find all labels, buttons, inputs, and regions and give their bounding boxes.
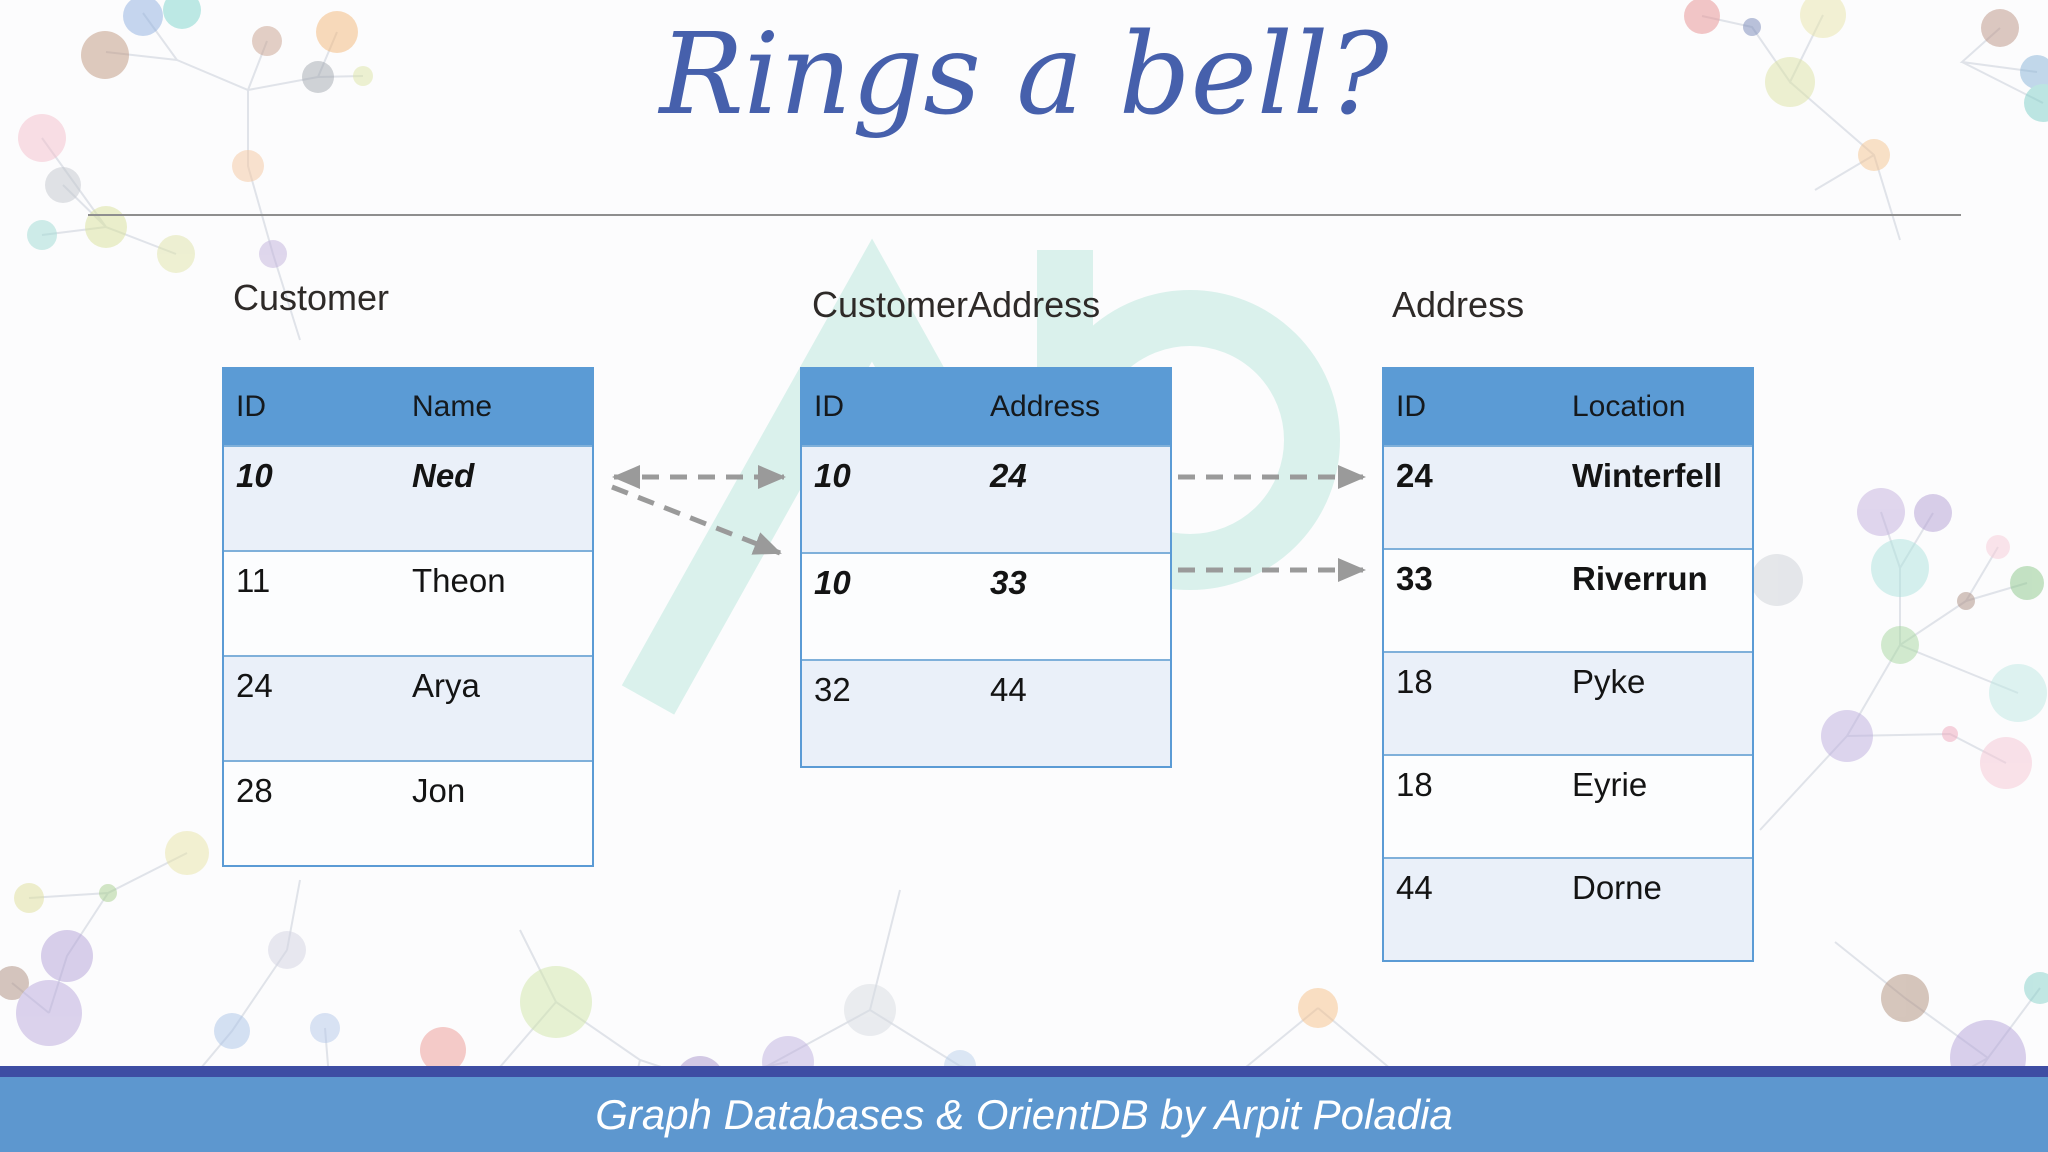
customer-address-cell-1-0: 10 xyxy=(814,564,851,601)
customer-address-table-row-0: 10 24 xyxy=(802,445,1170,552)
address-cell-3-1: Eyrie xyxy=(1572,766,1648,803)
customer-address-column-header-1: Address xyxy=(990,390,1101,423)
address-cell-1-0: 33 xyxy=(1396,560,1433,597)
address-cell-4-0: 44 xyxy=(1396,869,1433,906)
customer-column-header-0: ID xyxy=(236,390,266,423)
customer-address-cell-2-0: 32 xyxy=(814,671,851,708)
address-cell-4-1: Dorne xyxy=(1572,869,1662,906)
title-divider xyxy=(88,214,1961,216)
customer-cell-0-1: Ned xyxy=(412,457,475,494)
address-cell-2-1: Pyke xyxy=(1572,663,1646,700)
address-table-row-2: 18 Pyke xyxy=(1384,651,1752,754)
customer-table-title: Customer xyxy=(233,277,390,318)
address-cell-0-1: Winterfell xyxy=(1572,457,1723,494)
customer-address-cell-0-1: 24 xyxy=(990,457,1027,494)
customer-table-row-1: 11 Theon xyxy=(224,550,592,655)
address-table-header-row: ID Location xyxy=(1384,369,1752,445)
customer-cell-3-0: 28 xyxy=(236,772,273,809)
customer-table-header-row: ID Name xyxy=(224,369,592,445)
customer-cell-1-0: 11 xyxy=(236,562,271,599)
address-cell-1-1: Riverrun xyxy=(1572,560,1708,597)
customer-address-column-header-0: ID xyxy=(814,390,844,423)
address-table-row-4: 44 Dorne xyxy=(1384,857,1752,960)
customer-address-table: ID Address 10 24 10 33 32 44 xyxy=(800,367,1172,768)
address-table-title: Address xyxy=(1392,284,1525,325)
footer-bar: Graph Databases & OrientDB by Arpit Pola… xyxy=(0,1077,2048,1152)
customer-table-row-3: 28 Jon xyxy=(224,760,592,865)
customer-address-table-row-2: 32 44 xyxy=(802,659,1170,766)
customer-cell-1-1: Theon xyxy=(412,562,506,599)
customer-table-row-0: 10 Ned xyxy=(224,445,592,550)
address-cell-2-0: 18 xyxy=(1396,663,1433,700)
customer-address-table-title: CustomerAddress xyxy=(812,284,1101,325)
customer-address-table-header-row: ID Address xyxy=(802,369,1170,445)
customer-cell-2-1: Arya xyxy=(412,667,480,704)
customer-address-cell-0-0: 10 xyxy=(814,457,851,494)
customer-column-header-1: Name xyxy=(412,390,493,423)
customer-address-cell-2-1: 44 xyxy=(990,671,1027,708)
customer-cell-3-1: Jon xyxy=(412,772,466,809)
customer-address-table-row-1: 10 33 xyxy=(802,552,1170,659)
footer-accent-bar xyxy=(0,1066,2048,1077)
customer-table-row-2: 24 Arya xyxy=(224,655,592,760)
footer-text: Graph Databases & OrientDB by Arpit Pola… xyxy=(595,1090,1453,1138)
address-cell-3-0: 18 xyxy=(1396,766,1433,803)
address-cell-0-0: 24 xyxy=(1396,457,1433,494)
address-column-header-0: ID xyxy=(1396,390,1426,423)
customer-cell-0-0: 10 xyxy=(236,457,273,494)
address-table-row-1: 33 Riverrun xyxy=(1384,548,1752,651)
customer-address-cell-1-1: 33 xyxy=(990,564,1027,601)
address-table-row-3: 18 Eyrie xyxy=(1384,754,1752,857)
customer-table: ID Name 10 Ned 11 Theon 24 Arya 28 Jon xyxy=(222,367,594,867)
address-column-header-1: Location xyxy=(1572,390,1686,423)
slide-title: Rings a bell? xyxy=(659,10,1389,140)
address-table-row-0: 24 Winterfell xyxy=(1384,445,1752,548)
customer-cell-2-0: 24 xyxy=(236,667,273,704)
